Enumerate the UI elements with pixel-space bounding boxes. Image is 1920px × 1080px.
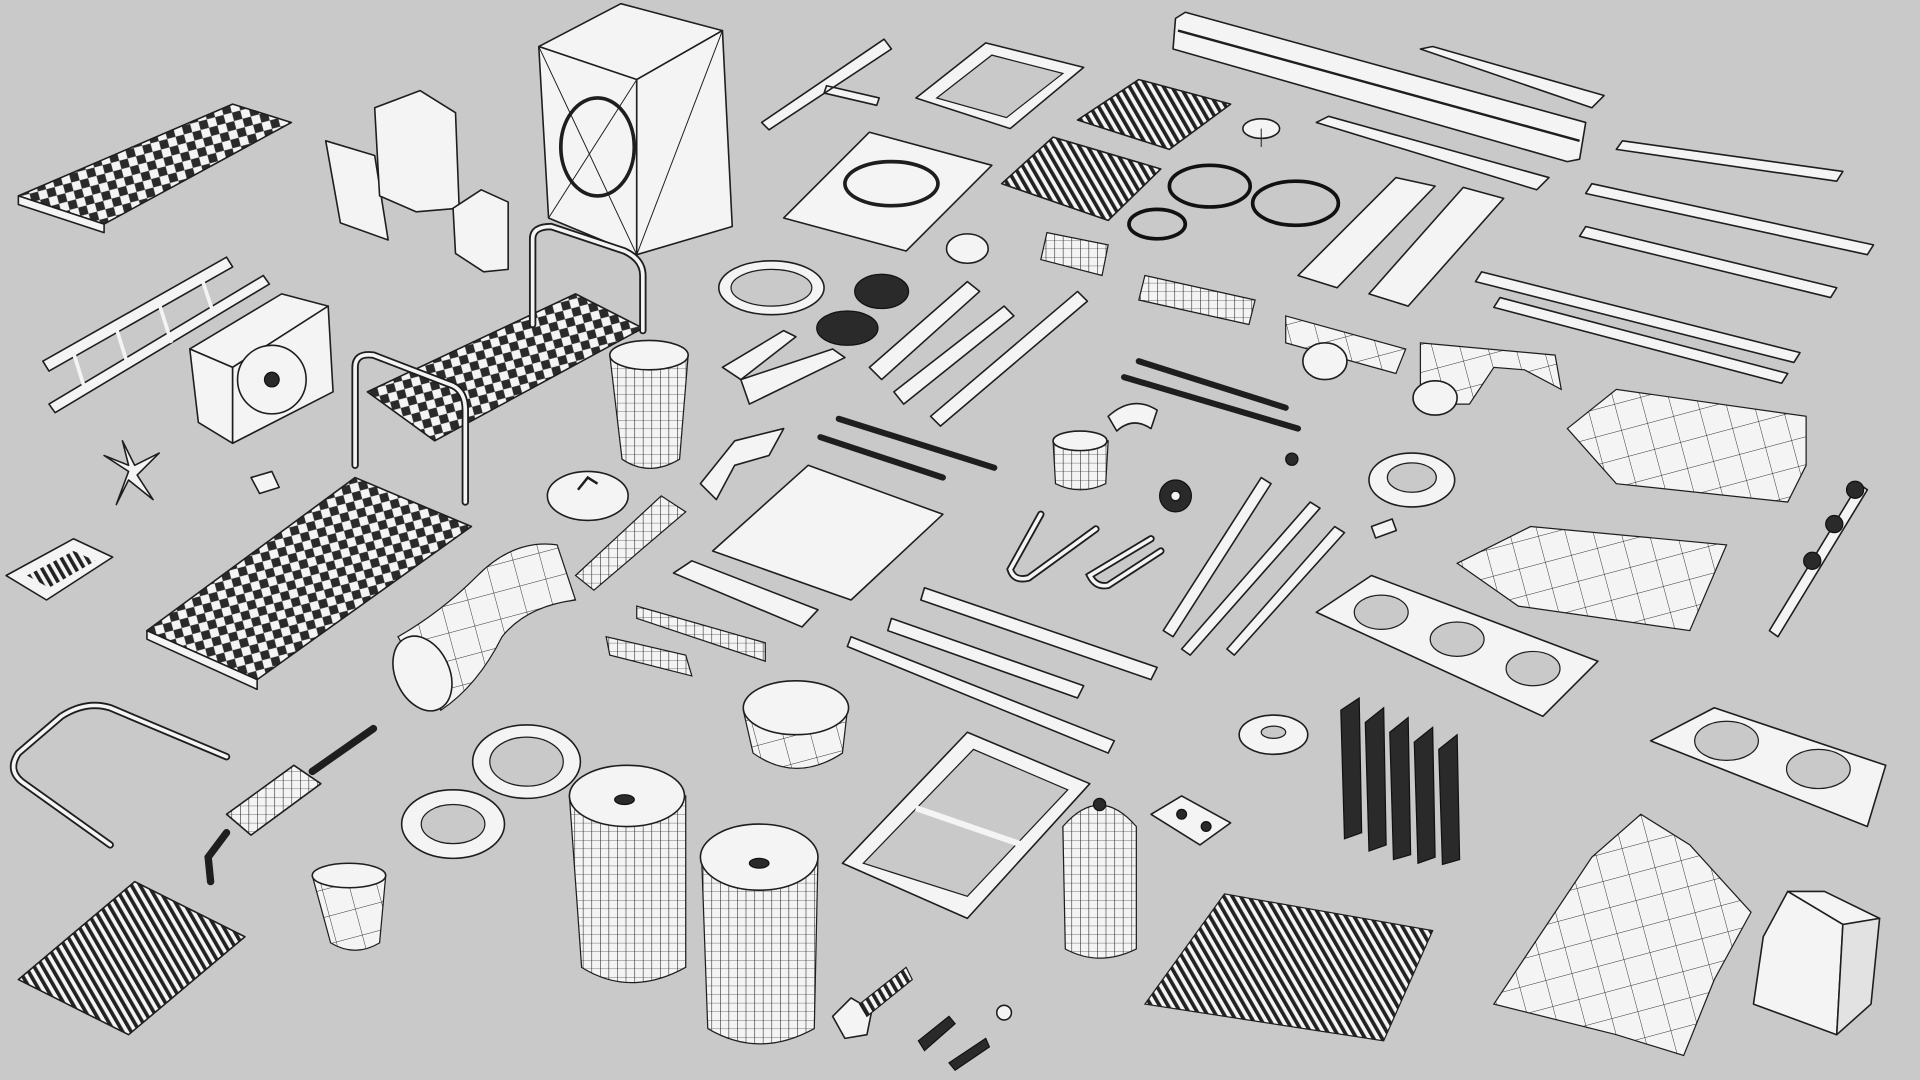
ceiling-panel [782,131,993,252]
ring-gasket [471,724,582,800]
bucket-rim [742,680,850,769]
gas-cylinder [1062,797,1137,959]
bent-sheet [699,427,785,501]
long-profiles [846,476,1346,754]
hose-hooks [1768,480,1869,638]
wooden-plank [1315,45,1605,191]
louver-vent [1000,78,1232,222]
pipe-half [605,605,766,677]
round-lid [546,470,629,522]
tape-ring [717,260,825,316]
fan-blade [103,440,160,506]
wall-cabinet [373,89,460,213]
triple-hole-panel [1315,574,1599,718]
steel-beam [1172,11,1587,163]
wheel-rim [400,789,506,860]
jerrycan [452,189,509,273]
mesh-bench [17,103,293,234]
springs [816,273,910,346]
radiator [1340,696,1461,866]
rubber-rings [1127,163,1341,241]
oil-barrel [699,823,819,1045]
corrugated-sheet [1455,388,1807,632]
tray [711,464,944,601]
oil-barrel-stacked [568,764,687,984]
cylinder [1052,402,1158,491]
corrugated-roof [1143,893,1434,1042]
pipe-roller [1040,231,1256,326]
double-hole-panel [1649,706,1887,828]
steel-plate [672,560,819,628]
metal-sheets [1297,176,1505,307]
small-bolt-plates [1285,452,1398,539]
bearing [1368,452,1456,508]
oven-grill [17,880,246,1036]
crumpled-sheet [1492,813,1752,1057]
bracket [250,470,280,495]
wicker-basket [311,862,387,951]
window-frame-large [841,731,1091,920]
metal-box [1752,890,1881,1036]
pipe-tee [1285,315,1407,381]
gear-wheel [1238,714,1309,756]
pipe-section [574,495,687,591]
pipe-elbow [1412,342,1563,416]
ac-unit [189,293,334,445]
bed-frame [351,222,647,506]
stretchy-tube [392,543,577,712]
black-bars [817,358,1302,481]
knob [945,233,989,265]
bolt [831,966,1013,1072]
angle-profiles [721,280,1089,427]
window-frame-small [915,42,1085,130]
valve-wheel [1242,117,1281,147]
hinge-plate [1150,795,1232,846]
ladder [42,256,271,414]
rod-t [760,38,893,131]
exhaust-muffler [204,724,378,886]
u-hooks [1006,510,1165,590]
tube-frame [9,701,231,849]
bucket [609,339,689,469]
scaffold-frame [1474,140,1875,385]
floor-vent [5,537,114,601]
washing-machine [537,2,734,256]
mesh-grate [146,476,473,691]
gear [1158,479,1193,513]
cabinet-door [324,140,389,241]
